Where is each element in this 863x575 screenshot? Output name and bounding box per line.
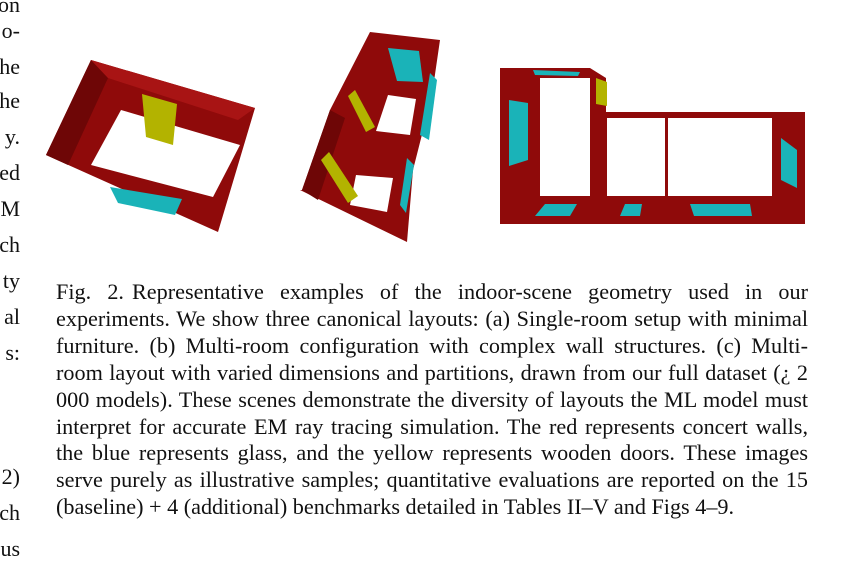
line-fragment: ch — [0, 500, 20, 525]
line-fragment: ed — [0, 160, 20, 185]
line-fragment: s: — [5, 340, 20, 365]
scene-multi-room-partitions — [500, 68, 805, 224]
line-fragment: he — [0, 88, 20, 113]
figure-indoor-scenes — [0, 0, 863, 260]
line-fragment: on — [0, 0, 20, 17]
room-opening-right — [668, 118, 772, 196]
line-fragment: us — [0, 536, 20, 561]
door-yellow-upper — [348, 90, 375, 132]
figure-canvas — [46, 32, 805, 242]
line-fragment: o- — [1, 18, 20, 43]
line-fragment: 2) — [1, 464, 20, 489]
room-opening-middle — [607, 118, 665, 196]
room-opening-lower — [350, 175, 393, 212]
window-glass-top — [533, 70, 580, 76]
door-yellow — [142, 94, 177, 145]
window-glass-top — [388, 48, 423, 82]
window-glass-left — [509, 100, 528, 166]
window-glass-lower-right — [400, 158, 414, 213]
window-glass-bottom-1 — [535, 204, 577, 216]
window-glass-bottom-3 — [690, 204, 752, 216]
window-glass-right — [781, 138, 797, 188]
left-wall-face — [46, 60, 108, 165]
door-yellow-lower — [321, 152, 358, 203]
previous-column-fragments: on o- he he y. ed M ch ty al s: 2) ch us — [0, 0, 24, 575]
window-glass-right — [420, 73, 437, 140]
line-fragment: M — [0, 196, 20, 221]
line-fragment: ch — [0, 232, 20, 257]
line-fragment: al — [4, 304, 20, 329]
back-wall-face — [91, 60, 255, 120]
window-glass — [110, 187, 182, 215]
room-opening-left — [540, 78, 590, 196]
room-opening-upper — [376, 95, 416, 135]
line-fragment: ty — [2, 268, 20, 293]
scene-single-room — [46, 60, 255, 232]
figure-caption: Fig. 2.Representative examples of the in… — [56, 279, 808, 521]
caption-text: Representative examples of the indoor-sc… — [56, 279, 808, 520]
window-glass-bottom-2 — [620, 204, 642, 216]
left-wall-face — [302, 110, 345, 200]
line-fragment: y. — [4, 124, 20, 149]
scene-multi-room-complex — [300, 32, 440, 242]
door-yellow — [596, 78, 607, 106]
figure-label: Fig. 2. — [56, 279, 124, 304]
line-fragment: he — [0, 54, 20, 79]
room-floor-opening — [91, 110, 240, 197]
